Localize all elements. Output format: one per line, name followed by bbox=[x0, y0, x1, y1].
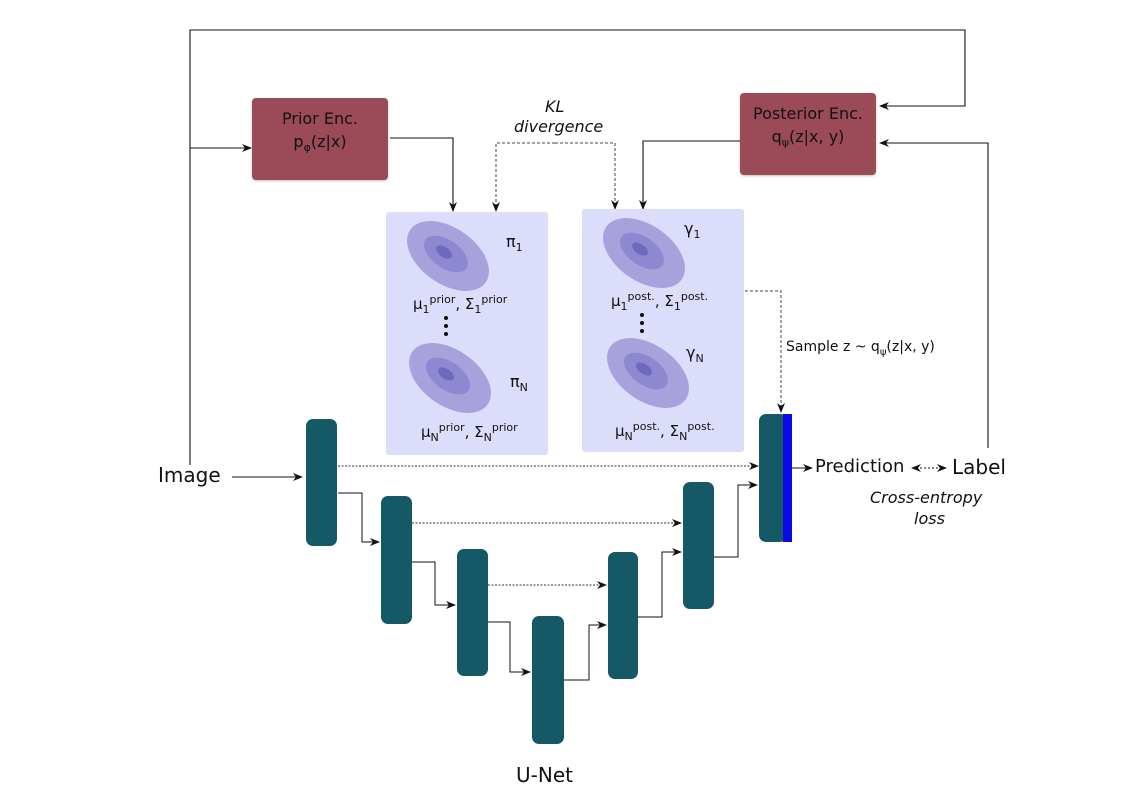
posterior-ellipsis bbox=[640, 313, 644, 337]
posterior-gaussian-n bbox=[607, 338, 689, 408]
posterior-params-first: μ1post., Σ1post. bbox=[611, 290, 709, 313]
unet-encoder-block-2 bbox=[381, 496, 412, 624]
unet-decoder-block-1 bbox=[608, 552, 638, 679]
prior-gaussian-n bbox=[409, 343, 491, 413]
prior-weight-first: π1 bbox=[506, 232, 523, 255]
posterior-encoder-formula: qψ(z|x, y) bbox=[771, 127, 845, 150]
unet-label: U-Net bbox=[516, 763, 573, 787]
posterior-to-panel-arrow bbox=[639, 140, 740, 210]
kl-arrow-prior bbox=[492, 142, 555, 212]
prior-params-first: μ1prior, Σ1prior bbox=[413, 293, 508, 316]
prior-params-last: μNprior, ΣNprior bbox=[421, 421, 518, 444]
prior-mixture-panel: π1 μ1prior, Σ1prior πN μNprior, ΣNprior bbox=[386, 212, 548, 455]
kl-label-line1: KL bbox=[545, 97, 565, 116]
kl-label-line2: divergence bbox=[514, 117, 604, 136]
down-arrow-1 bbox=[338, 492, 380, 546]
sampled-latent-channel bbox=[783, 414, 792, 542]
down-arrow-3 bbox=[488, 621, 531, 676]
posterior-params-last: μNpost., ΣNpost. bbox=[615, 420, 715, 443]
unet-bottleneck-block bbox=[532, 616, 564, 744]
posterior-gaussian-1 bbox=[603, 218, 685, 288]
up-arrow-1 bbox=[564, 621, 607, 681]
kl-arrow-posterior bbox=[555, 142, 619, 210]
image-to-posterior-arrow bbox=[189, 29, 966, 465]
unet-decoder-block-2 bbox=[683, 482, 714, 609]
unet-encoder-block-1 bbox=[306, 419, 337, 546]
posterior-mixture-panel: γ1 μ1post., Σ1post. γN μNpost., ΣNpost. bbox=[582, 209, 744, 452]
posterior-weight-first: γ1 bbox=[684, 219, 701, 242]
loss-label-line2: loss bbox=[914, 509, 945, 528]
prediction-label: Prediction bbox=[815, 456, 905, 477]
loss-label-line1: Cross-entropy bbox=[870, 488, 983, 507]
unet-output-block bbox=[759, 414, 787, 542]
posterior-weight-last: γN bbox=[686, 343, 704, 366]
sample-arrow bbox=[745, 290, 785, 413]
posterior-encoder-title: Posterior Enc. bbox=[753, 104, 863, 123]
posterior-encoder: Posterior Enc. qψ(z|x, y) bbox=[740, 93, 876, 175]
image-label: Image bbox=[158, 463, 221, 487]
prior-to-panel-arrow bbox=[390, 137, 457, 212]
up-arrow-2 bbox=[638, 548, 682, 618]
up-arrow-3 bbox=[714, 481, 758, 558]
prior-encoder: Prior Enc. pφ(z|x) bbox=[252, 98, 388, 180]
prior-weight-last: πN bbox=[510, 372, 528, 395]
unet-encoder-block-3 bbox=[457, 549, 488, 676]
prior-encoder-title: Prior Enc. bbox=[282, 109, 358, 128]
prior-encoder-formula: pφ(z|x) bbox=[293, 132, 347, 155]
prior-ellipsis bbox=[444, 316, 448, 340]
sample-label: Sample z ~ qψ(z|x, y) bbox=[786, 339, 935, 358]
label-to-posterior-arrow bbox=[879, 139, 989, 448]
down-arrow-2 bbox=[412, 561, 456, 609]
prior-gaussian-1 bbox=[407, 221, 489, 291]
label-label: Label bbox=[952, 455, 1006, 479]
